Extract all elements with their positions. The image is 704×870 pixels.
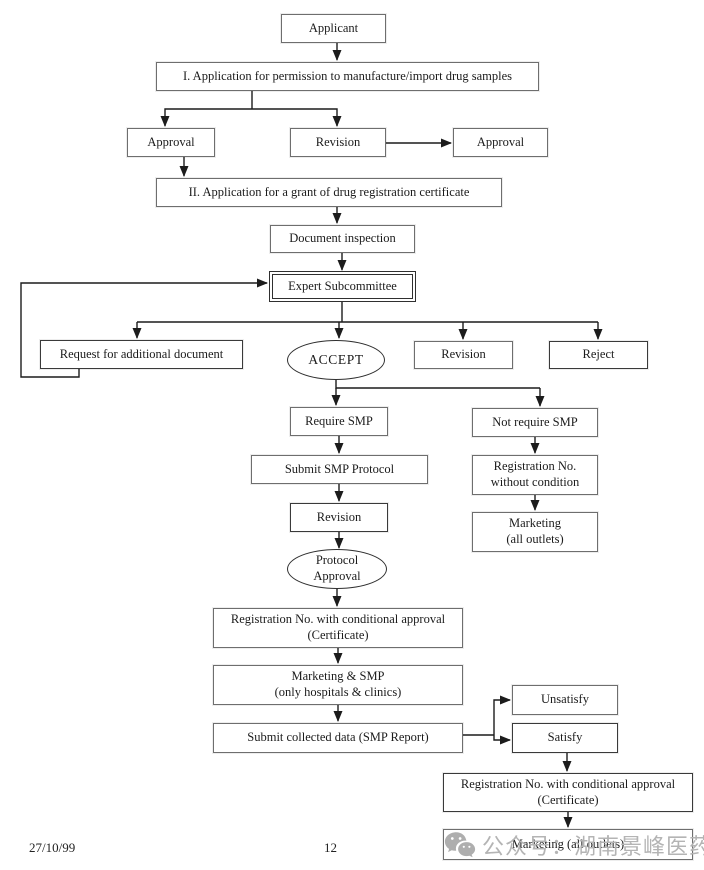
flow-node-approval-2: Approval <box>453 128 548 157</box>
flow-node-marketing-all-outlets-1: Marketing (all outlets) <box>472 512 598 552</box>
footer-date: 27/10/99 <box>29 840 76 855</box>
flow-node-applicant: Applicant <box>281 14 386 43</box>
flow-node-document-inspection: Document inspection <box>270 225 415 253</box>
flow-node-unsatisfy: Unsatisfy <box>512 685 618 715</box>
flow-node-revision-3: Revision <box>290 503 388 532</box>
flow-node-reject: Reject <box>549 341 648 369</box>
flow-node-require-smp: Require SMP <box>290 407 388 436</box>
flow-node-request-additional-document: Request for additional document <box>40 340 243 369</box>
flow-node-satisfy: Satisfy <box>512 723 618 753</box>
flow-node-revision-2: Revision <box>414 341 513 369</box>
flow-node-marketing-smp: Marketing & SMP (only hospitals & clinic… <box>213 665 463 705</box>
flow-node-step2: II. Application for a grant of drug regi… <box>156 178 502 207</box>
flow-node-step1: I. Application for permission to manufac… <box>156 62 539 91</box>
flow-node-submit-collected-data: Submit collected data (SMP Report) <box>213 723 463 753</box>
flow-node-registration-conditional-1: Registration No. with conditional approv… <box>213 608 463 648</box>
footer-page-number: 12 <box>324 840 337 855</box>
flow-node-marketing-all-outlets-2: Marketing (all outlets) <box>443 829 693 860</box>
flow-node-registration-no-without-condition: Registration No. without condition <box>472 455 598 495</box>
flow-node-approval-1: Approval <box>127 128 215 157</box>
flow-node-submit-smp-protocol: Submit SMP Protocol <box>251 455 428 484</box>
flow-node-revision-1: Revision <box>290 128 386 157</box>
flow-node-accept: ACCEPT <box>287 340 385 380</box>
flow-node-not-require-smp: Not require SMP <box>472 408 598 437</box>
flow-node-expert-subcommittee: Expert Subcommittee <box>269 271 416 302</box>
flow-node-registration-conditional-2: Registration No. with conditional approv… <box>443 773 693 812</box>
flow-node-protocol-approval: Protocol Approval <box>287 549 387 589</box>
